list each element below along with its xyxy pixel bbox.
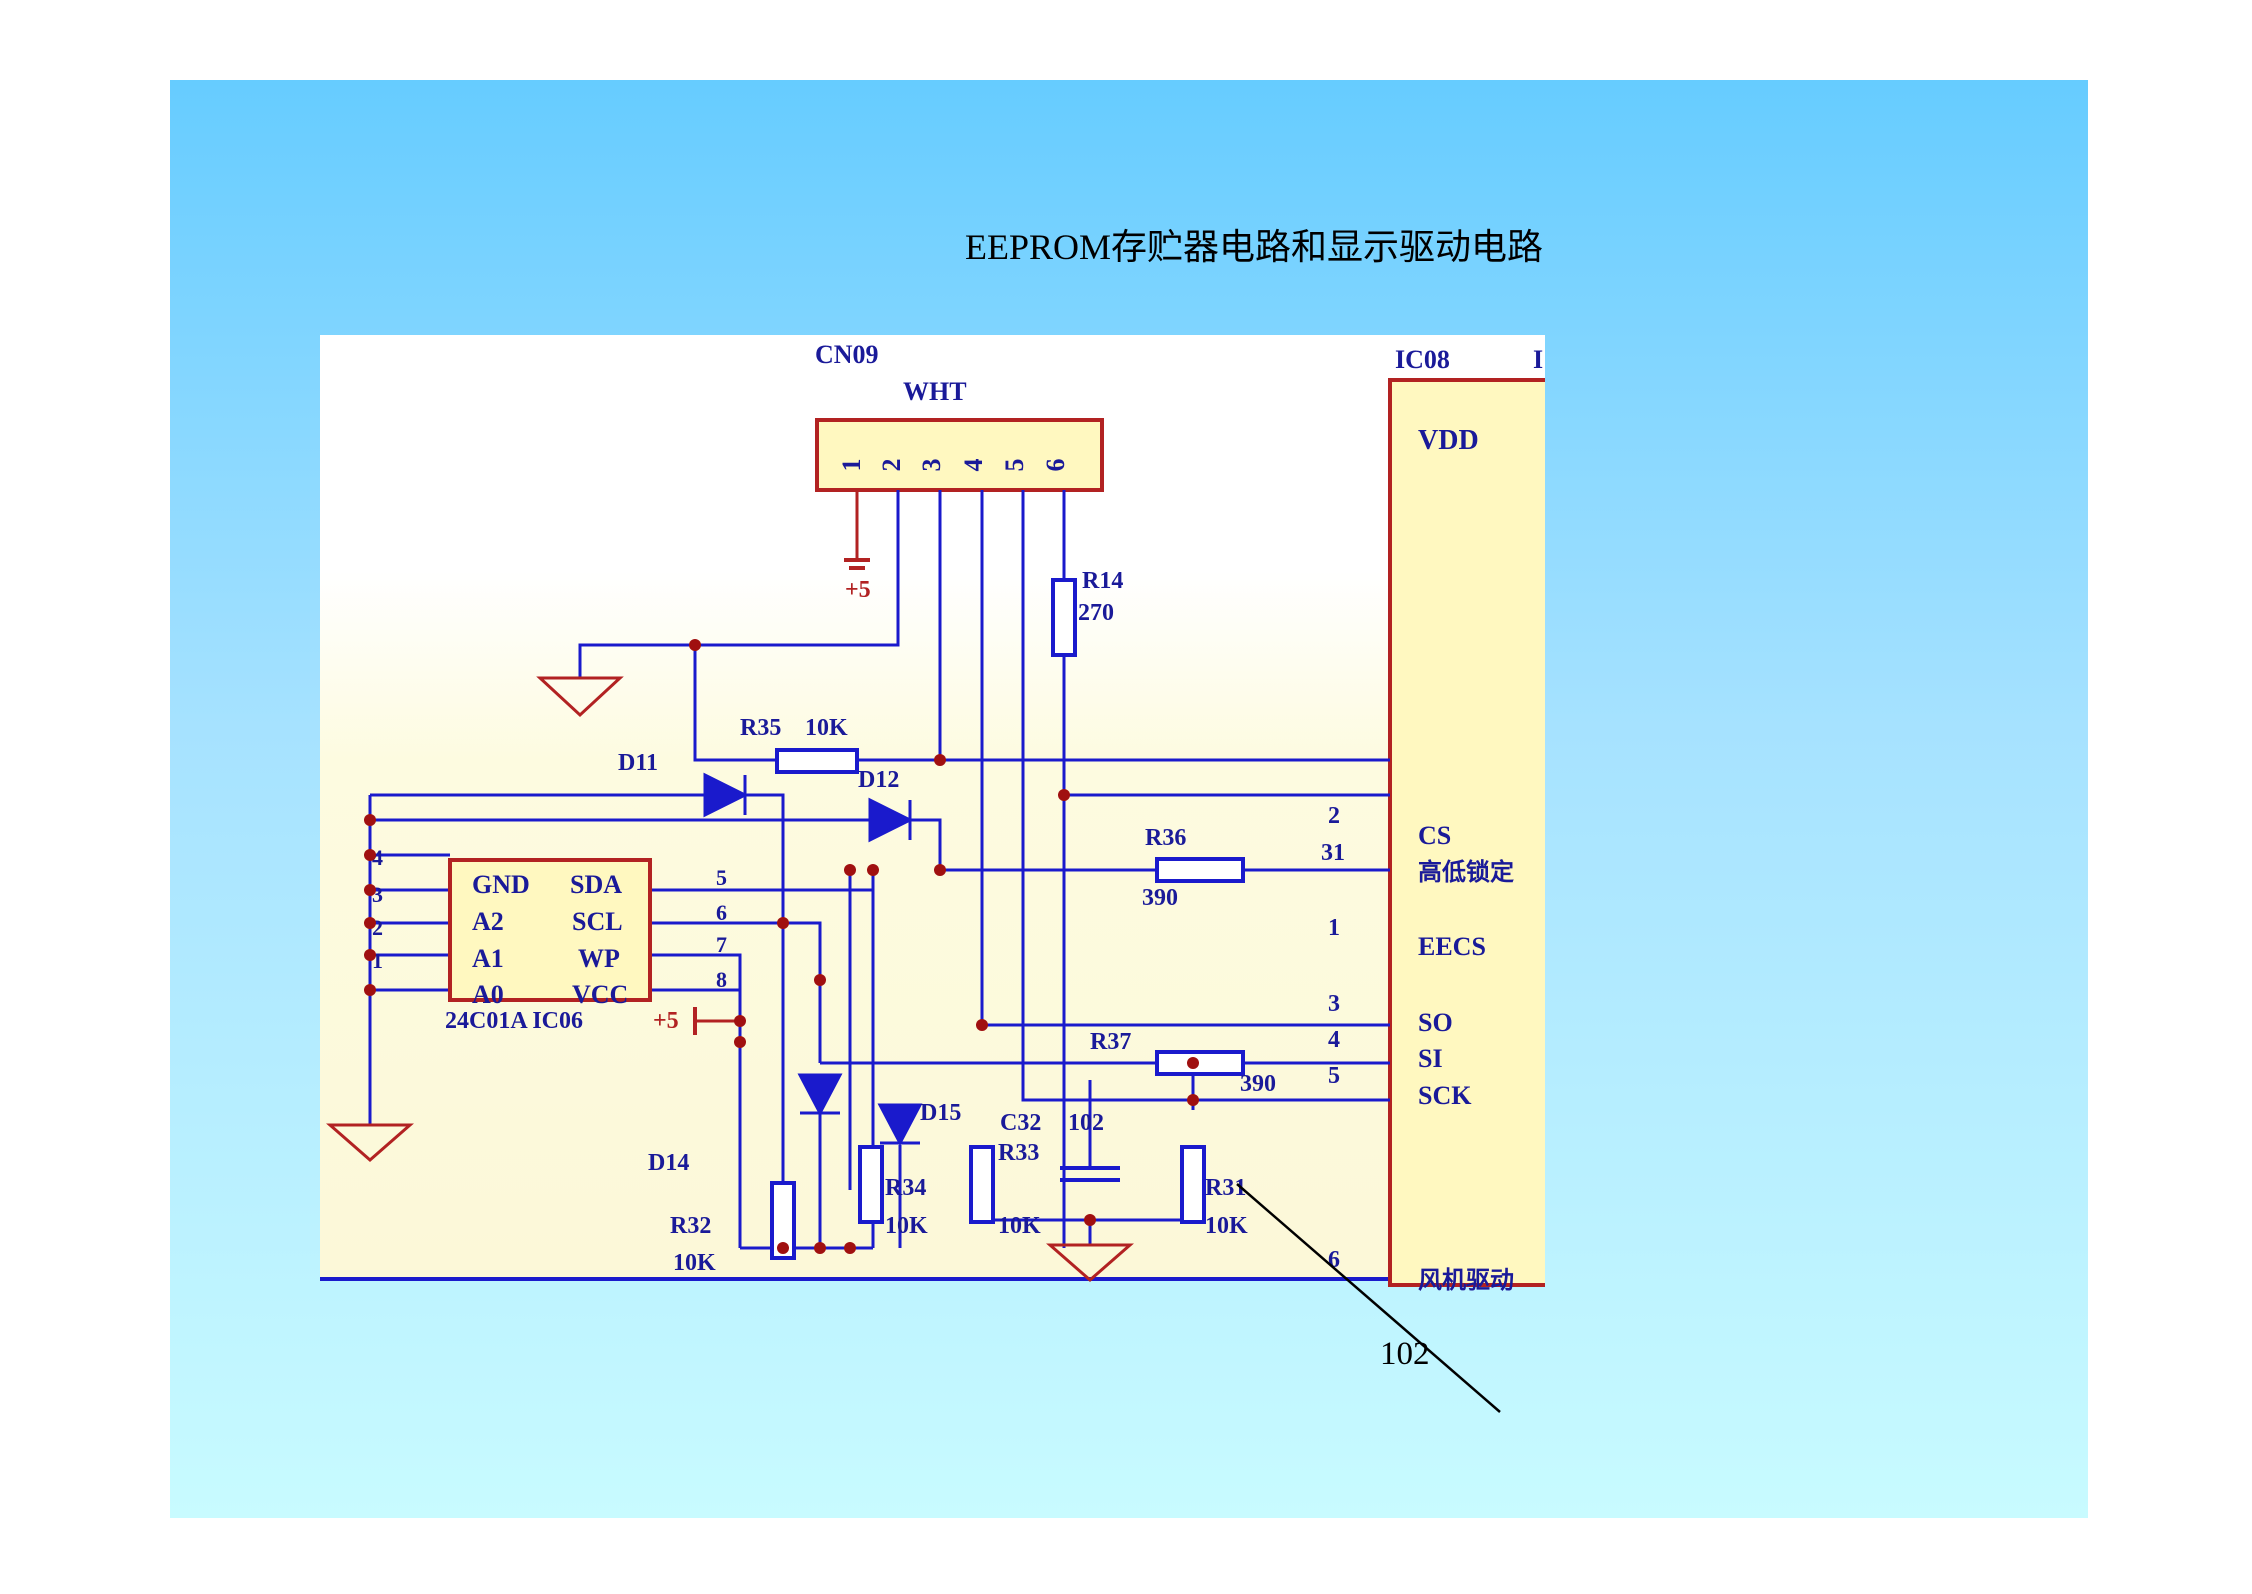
- r31-value: 10K: [1205, 1213, 1248, 1239]
- r34-ref: R34: [885, 1175, 926, 1201]
- ic08-pinnum-cs: 2: [1328, 803, 1340, 829]
- cn09-ref: CN09: [815, 340, 879, 369]
- r32-ref: R32: [670, 1213, 711, 1239]
- eeprom-num-2: 2: [372, 915, 383, 940]
- eeprom-pin-sda: SDA: [570, 870, 622, 899]
- r36-ref: R36: [1145, 825, 1186, 851]
- d11-label: D11: [618, 750, 658, 776]
- ground-symbols: [326, 676, 1134, 1282]
- cn09-pin-1: 1: [837, 459, 866, 472]
- eeprom-pin-a1: A1: [472, 944, 504, 973]
- supply-label-vcc: +5: [653, 1008, 679, 1034]
- eeprom-num-3: 3: [372, 882, 383, 907]
- r14-body: [1051, 578, 1077, 657]
- cn09-part: WHT: [903, 377, 967, 406]
- d12-label: D12: [858, 767, 899, 793]
- r14-value: 270: [1078, 600, 1114, 626]
- resistors: [770, 578, 1245, 1260]
- r37-ref: R37: [1090, 1029, 1131, 1055]
- slide-title: EEPROM存贮器电路和显示驱动电路: [965, 227, 1544, 267]
- eeprom-num-7: 7: [716, 932, 727, 957]
- ic08-pin-so: SO: [1418, 1008, 1453, 1037]
- diode-d15: [877, 1103, 923, 1147]
- eeprom-pin-vcc: VCC: [572, 980, 628, 1009]
- cn09-pin-2: 2: [877, 459, 906, 472]
- eeprom-num-6: 6: [716, 900, 727, 925]
- ic08-pinnum-eecs: 1: [1328, 915, 1340, 941]
- r33-ref: R33: [998, 1140, 1039, 1166]
- eeprom-pin-wp: WP: [578, 944, 620, 973]
- ic08-pin-fan: 风机驱动: [1418, 1267, 1514, 1294]
- r32-value: 10K: [673, 1250, 716, 1276]
- diode-d12: [868, 797, 914, 843]
- cn09-pin-6: 6: [1041, 459, 1070, 472]
- r31-body: [1180, 1145, 1206, 1224]
- r36-value: 390: [1142, 885, 1178, 911]
- ic08-pin-sck: SCK: [1418, 1081, 1472, 1110]
- supply-plus5-vcc: +5: [653, 1007, 740, 1035]
- eeprom-pin-a2: A2: [472, 907, 504, 936]
- ic08-pin-vdd: VDD: [1418, 425, 1479, 456]
- cn09-pin-3: 3: [917, 459, 946, 472]
- eeprom-ic06: GND A2 A1 A0 SDA SCL WP VCC 4 3 2 1 5 6 …: [372, 845, 727, 1034]
- ic08-pin-lock: 高低锁定: [1418, 858, 1514, 886]
- r35-value: 10K: [805, 715, 848, 741]
- r33-body: [969, 1145, 995, 1224]
- r35-ref: R35: [740, 715, 781, 741]
- r34-body: [858, 1145, 884, 1224]
- r34-value: 10K: [885, 1213, 928, 1239]
- r33-value: 10K: [998, 1213, 1041, 1239]
- ic08-ref: IC08: [1395, 345, 1450, 374]
- eeprom-pin-scl: SCL: [572, 907, 623, 936]
- r37-value: 390: [1240, 1071, 1276, 1097]
- r37-body: [1155, 1050, 1245, 1076]
- callout-label: 102: [1380, 1336, 1430, 1372]
- d15-label: D15: [920, 1100, 961, 1126]
- ic08-pin-si: SI: [1418, 1044, 1443, 1073]
- ic08-pinnum-si: 4: [1328, 1027, 1340, 1053]
- d14-label: D14: [648, 1150, 689, 1176]
- ic08-pin-cs: CS: [1418, 821, 1451, 850]
- r36-body: [1155, 857, 1245, 883]
- ic08-pin-eecs: EECS: [1418, 932, 1486, 961]
- eeprom-num-8: 8: [716, 967, 727, 992]
- schematic-background: [320, 335, 1545, 1280]
- junction-dots: [364, 639, 1199, 1254]
- r32-body: [770, 1181, 796, 1260]
- wires: [368, 490, 1390, 1250]
- diodes: [703, 772, 923, 1147]
- eeprom-num-5: 5: [716, 865, 727, 890]
- r35-body: [775, 748, 859, 774]
- ic08-pinnum-sck: 5: [1328, 1063, 1340, 1089]
- ic08-pinnum-so: 3: [1328, 991, 1340, 1017]
- r14-ref: R14: [1082, 568, 1123, 594]
- r31-ref: R31: [1205, 1175, 1246, 1201]
- eeprom-pin-a0: A0: [472, 980, 504, 1009]
- schematic-diagram: IC08 I VDD CS 高低锁定 EECS SO SI SCK 风机驱动 2…: [320, 335, 1545, 1295]
- eeprom-pin-gnd: GND: [472, 870, 530, 899]
- cn09-pin-5: 5: [1000, 459, 1029, 472]
- cn09-pin-4: 4: [959, 459, 988, 472]
- eeprom-ref: 24C01A IC06: [445, 1008, 583, 1034]
- diode-d11: [703, 772, 749, 818]
- diode-d14: [797, 1073, 843, 1117]
- supply-label-cn09: +5: [845, 577, 871, 603]
- eeprom-num-4: 4: [372, 845, 383, 870]
- c32-ref: C32: [1000, 1110, 1041, 1136]
- ic08-ref-cut: I: [1533, 345, 1543, 374]
- ic08-block: IC08 I VDD CS 高低锁定 EECS SO SI SCK 风机驱动: [1388, 345, 1545, 1294]
- cn09-connector: CN09 WHT 1 2 3 4 5 6: [815, 340, 1104, 492]
- c32-value: 102: [1068, 1110, 1104, 1136]
- eeprom-num-1: 1: [372, 948, 383, 973]
- ic08-pinnum-lock: 31: [1321, 840, 1345, 866]
- capacitor-c32: [1060, 1166, 1120, 1182]
